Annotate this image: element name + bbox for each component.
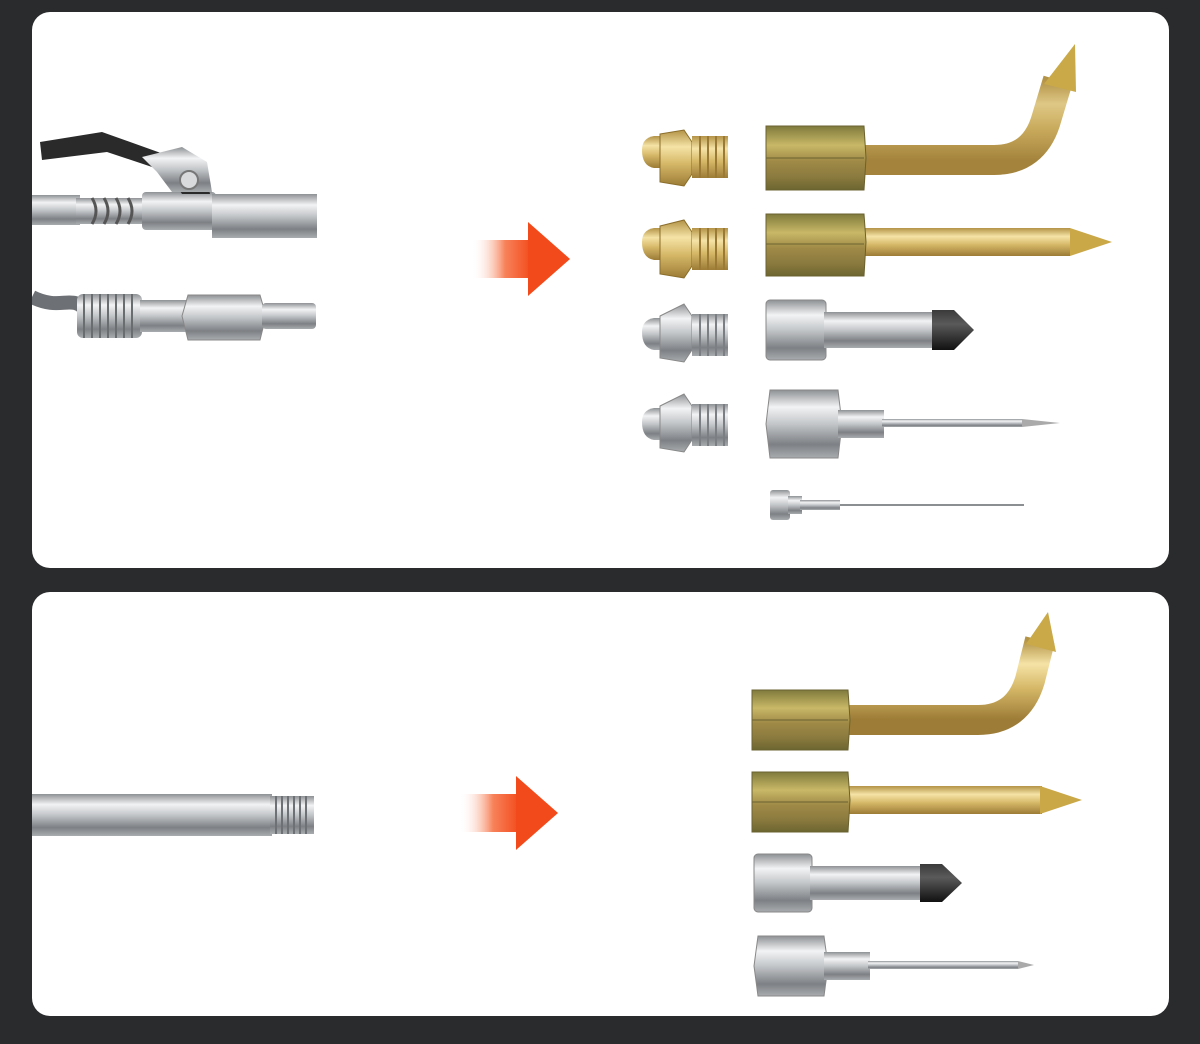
needle-nozzle [765,389,1060,459]
injector-needle [770,490,1024,520]
quick-connect-coupler [32,290,316,341]
right-arrow-icon [460,776,558,850]
right-arrow-icon [472,222,570,296]
rubber-tip-nozzle [753,853,962,913]
steel-grease-fitting [642,303,728,363]
top-panel-illustration [32,44,1112,520]
bent-brass-nozzle [751,612,1056,751]
lever-grip-coupler [32,132,317,238]
straight-brass-nozzle [751,771,1082,833]
threaded-extension-tube [32,794,314,836]
bent-brass-nozzle [765,44,1076,191]
steel-grease-fitting [642,393,728,453]
bottom-panel-illustration [32,612,1082,997]
rubber-tip-nozzle [765,299,974,361]
top-panel [32,12,1169,568]
brass-grease-fitting [642,129,728,187]
brass-grease-fitting [642,219,728,279]
straight-brass-nozzle [765,213,1112,277]
bottom-panel [32,592,1169,1016]
needle-nozzle [753,935,1034,997]
